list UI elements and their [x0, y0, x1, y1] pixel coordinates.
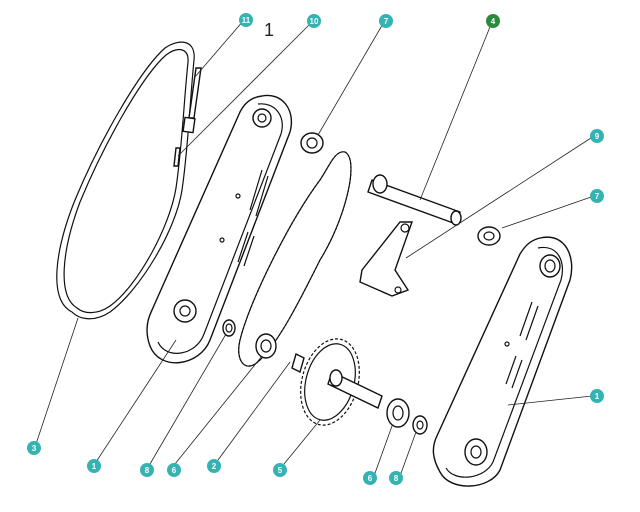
svg-text:4: 4	[491, 17, 496, 26]
part-cover-right	[432, 236, 573, 487]
callout-7-right[interactable]: 7	[590, 189, 604, 203]
callout-1-left[interactable]: 1	[87, 459, 101, 473]
callout-7-top[interactable]: 7	[379, 14, 393, 28]
callout-10[interactable]: 10	[307, 14, 321, 28]
svg-text:9: 9	[595, 132, 600, 141]
callout-5[interactable]: 5	[273, 463, 287, 477]
callout-4[interactable]: 4	[486, 14, 500, 28]
callout-2[interactable]: 2	[207, 459, 221, 473]
svg-text:3: 3	[32, 444, 37, 453]
svg-text:5: 5	[278, 466, 283, 475]
part-belt	[56, 41, 195, 320]
callouts: 11 10 7 4 9 7 1 3	[27, 13, 604, 485]
callout-3[interactable]: 3	[27, 441, 41, 455]
callout-6-right[interactable]: 6	[363, 471, 377, 485]
svg-text:2: 2	[212, 462, 217, 471]
part-screw	[173, 147, 181, 167]
part-bearing-right	[386, 398, 410, 428]
callout-8-left[interactable]: 8	[140, 463, 154, 477]
diagram-title: 1	[264, 20, 274, 40]
callout-6-left[interactable]: 6	[167, 463, 181, 477]
part-shaft	[367, 174, 462, 226]
svg-text:6: 6	[368, 474, 373, 483]
part-tensioner	[359, 221, 413, 297]
svg-text:8: 8	[145, 466, 150, 475]
part-bearing-left	[255, 333, 277, 359]
part-washer-small	[412, 415, 428, 435]
svg-text:10: 10	[310, 17, 319, 26]
callout-1-right[interactable]: 1	[590, 389, 604, 403]
svg-text:8: 8	[394, 474, 399, 483]
part-washer-top	[300, 132, 324, 154]
svg-text:11: 11	[242, 16, 251, 25]
part-sprocket	[291, 338, 383, 426]
part-cover-left	[146, 94, 292, 364]
part-chain	[238, 151, 352, 367]
svg-text:1: 1	[595, 392, 600, 401]
callout-9[interactable]: 9	[590, 129, 604, 143]
svg-text:1: 1	[92, 462, 97, 471]
leader-lines	[35, 19, 595, 477]
svg-text:7: 7	[595, 192, 600, 201]
callout-8-right[interactable]: 8	[389, 471, 403, 485]
callout-11[interactable]: 11	[239, 13, 253, 27]
svg-text:6: 6	[172, 466, 177, 475]
svg-text:7: 7	[384, 17, 389, 26]
part-washer-left	[222, 319, 236, 337]
part-bolt	[182, 67, 202, 134]
part-washer-right	[477, 226, 501, 246]
